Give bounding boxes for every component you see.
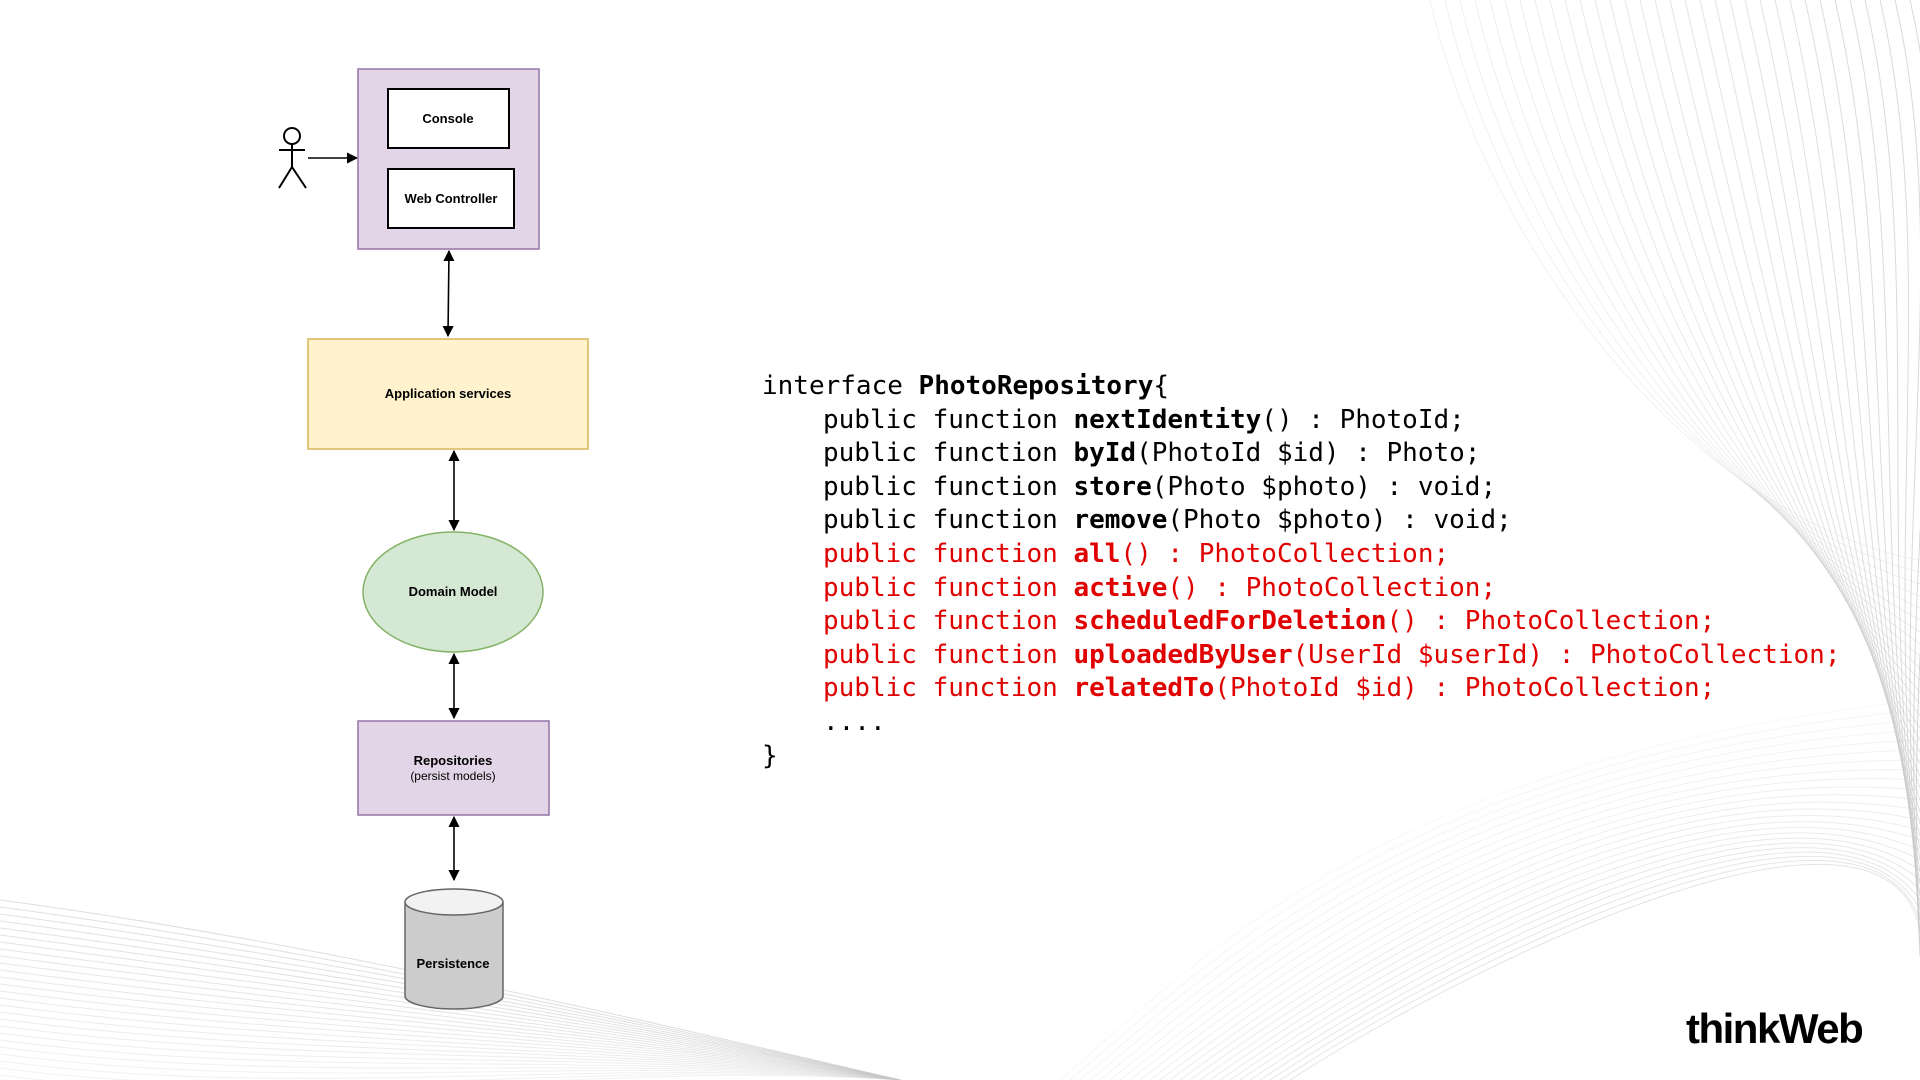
code-line: .... [762, 706, 1840, 740]
code-line: public function active() : PhotoCollecti… [762, 572, 1840, 606]
code-text: public function [823, 639, 1074, 670]
web-controller-box [387, 168, 515, 229]
code-text: public function [823, 438, 1074, 469]
web-controller-label: Web Controller [405, 191, 498, 206]
code-line: public function scheduledForDeletion() :… [762, 605, 1840, 639]
code-text: (Photo $photo) : void; [1151, 471, 1497, 502]
application-services-box [307, 338, 589, 450]
code-identifier: all [1073, 538, 1121, 569]
code-identifier: nextIdentity [1073, 404, 1262, 435]
code-text: public function [823, 538, 1074, 569]
code-text: (PhotoId $id) : Photo; [1136, 438, 1481, 469]
domain-model-label: Domain Model [409, 584, 498, 599]
persistence-cylinder [404, 888, 504, 1010]
code-identifier: PhotoRepository [918, 371, 1154, 401]
code-identifier: store [1073, 471, 1152, 502]
code-line: public function remove(Photo $photo) : v… [762, 504, 1840, 538]
code-text: (Photo $photo) : void; [1167, 505, 1512, 536]
stick-figure-icon [278, 127, 307, 189]
repositories-box [357, 720, 550, 816]
code-line: public function uploadedByUser(UserId $u… [762, 639, 1840, 673]
code-line: public function byId(PhotoId $id) : Phot… [762, 437, 1840, 471]
code-line: } [762, 740, 1840, 774]
code-text: () : PhotoCollection; [1167, 572, 1497, 603]
application-services-label: Application services [385, 386, 511, 401]
code-text: public function [823, 404, 1074, 435]
code-identifier: byId [1073, 438, 1137, 469]
code-text: (UserId $userId) : PhotoCollection; [1292, 639, 1841, 670]
repositories-label: Repositories [414, 753, 493, 768]
console-label: Console [422, 111, 473, 126]
code-text: () : PhotoCollection; [1120, 538, 1450, 569]
code-line: public function store(Photo $photo) : vo… [762, 471, 1840, 505]
arrow-presentation-app [442, 249, 455, 338]
domain-model-ellipse [362, 531, 544, 653]
console-box [387, 88, 510, 149]
code-text: public function [823, 606, 1074, 637]
code-text: () : PhotoId; [1261, 404, 1465, 435]
code-text: public function [823, 673, 1074, 704]
repositories-sublabel: (persist models) [410, 769, 495, 783]
code-text: public function [823, 505, 1074, 536]
code-identifier: relatedTo [1073, 673, 1215, 704]
code-text: interface [762, 371, 919, 401]
code-line: public function nextIdentity() : PhotoId… [762, 404, 1840, 438]
code-line: public function all() : PhotoCollection; [762, 538, 1840, 572]
code-text: } [762, 740, 778, 771]
code-line: interface PhotoRepository{ [762, 370, 1840, 404]
code-text: (PhotoId $id) : PhotoCollection; [1214, 673, 1716, 704]
code-text: { [1153, 371, 1170, 401]
persistence-label: Persistence [417, 956, 490, 971]
code-identifier: active [1073, 572, 1168, 603]
code-identifier: scheduledForDeletion [1073, 606, 1387, 637]
code-line: public function relatedTo(PhotoId $id) :… [762, 672, 1840, 706]
code-text: public function [823, 572, 1074, 603]
code-text: public function [823, 471, 1074, 502]
code-text: () : PhotoCollection; [1386, 606, 1716, 637]
code-identifier: uploadedByUser [1073, 639, 1293, 670]
code-block: interface PhotoRepository{public functio… [762, 370, 1840, 773]
thinkweb-logo: thinkWeb [1686, 1005, 1864, 1052]
code-text: .... [823, 706, 886, 737]
code-identifier: remove [1073, 505, 1168, 536]
